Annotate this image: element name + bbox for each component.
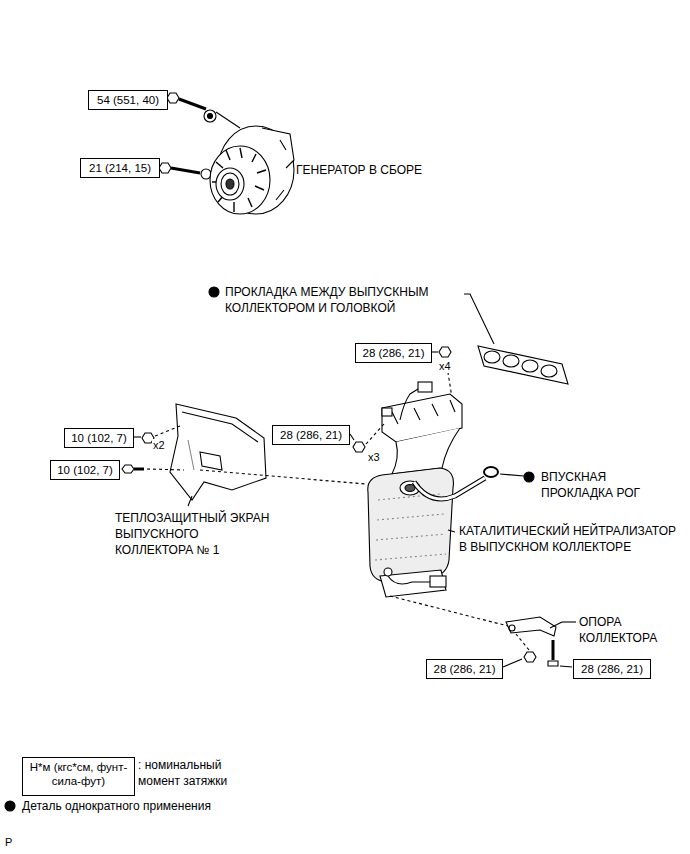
part-name: ТЕПЛОЗАЩИТНЫЙ ЭКРАН ВЫПУСКНОГО КОЛЛЕКТОР… [114,510,276,558]
quantity: x2 [152,439,166,452]
torque-box: 21 (214, 15) [80,158,160,178]
torque-value: 28 (286, 21) [581,662,643,676]
legend-text: Деталь однократного применения [21,798,212,814]
torque-value: 28 (286, 21) [280,428,342,442]
torque-value: 28 (286, 21) [433,662,495,676]
torque-value: 10 (102, 7) [57,463,113,477]
torque-value: 28 (286, 21) [362,346,424,360]
part-name: ГЕНЕРАТОР В СБОРЕ [295,162,423,178]
legend-box: Н*м (кгс*см, фунт-сила-фут) [22,757,135,796]
torque-box: 28 (286, 21) [573,659,651,679]
quantity: x3 [367,451,381,464]
torque-box: 28 (286, 21) [426,659,503,679]
page-mark: P [4,836,13,849]
quantity: x4 [438,360,452,373]
torque-box: 10 (102, 7) [50,460,120,480]
part-name: ОПОРА КОЛЛЕКТОРА [578,614,680,646]
torque-box: 54 (551, 40) [88,90,168,110]
torque-box: 28 (286, 21) [355,343,432,363]
torque-box: 10 (102, 7) [64,428,134,448]
torque-value: 54 (551, 40) [97,93,159,107]
part-name: ВПУСКНАЯ ПРОКЛАДКА РОГ [540,469,672,501]
torque-box: 28 (286, 21) [272,425,350,445]
legend-units: Н*м (кгс*см, фунт-сила-фут) [26,760,131,788]
part-name: КАТАЛИТИЧЕСКИЙ НЕЙТРАЛИЗАТОР В ВЫПУСКНОМ… [458,523,686,555]
torque-value: 21 (214, 15) [89,161,151,175]
part-name: ПРОКЛАДКА МЕЖДУ ВЫПУСКНЫМ КОЛЛЕКТОРОМ И … [224,284,464,316]
legend-text: : номинальный момент затяжки [137,757,249,789]
torque-value: 10 (102, 7) [71,431,127,445]
